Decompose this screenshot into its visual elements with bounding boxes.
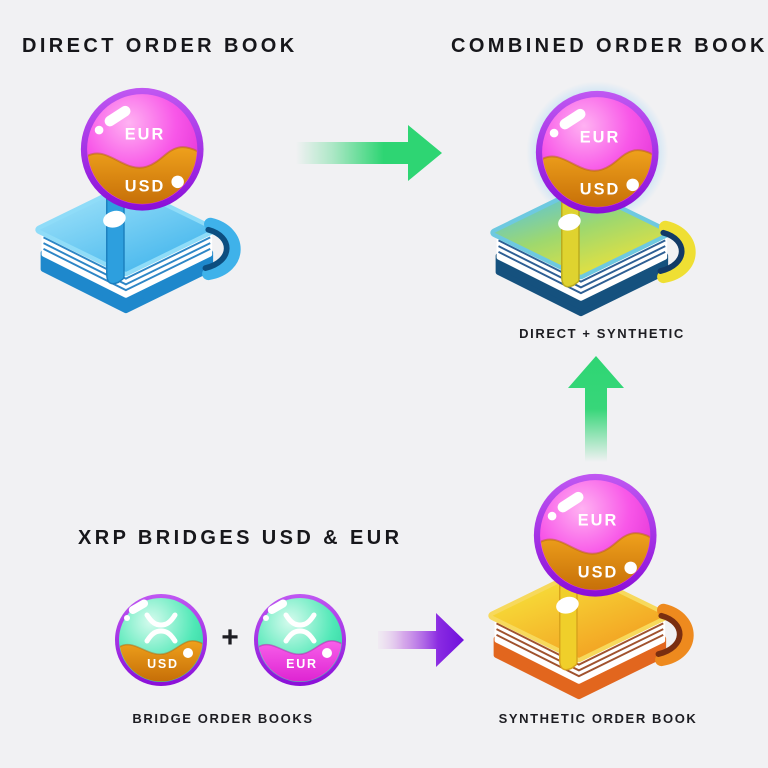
direct-order-book-illustration: EUR USD	[32, 82, 262, 320]
sphere-top-label: EUR	[125, 126, 166, 144]
sphere-highlight	[128, 599, 149, 614]
combined-book-icon	[490, 186, 696, 317]
heading-direct-order-book: DIRECT ORDER BOOK	[22, 35, 298, 57]
plus-operator: +	[221, 621, 239, 654]
ribbon-ring	[556, 596, 579, 614]
arrow-right-green-icon	[296, 125, 442, 181]
book-spine	[657, 220, 696, 284]
eur-usd-sphere: EUR USD	[533, 473, 657, 597]
eur-usd-sphere: EUR USD	[535, 90, 659, 214]
bookmark-ribbon-icon	[106, 196, 125, 285]
arrow-up-green-icon	[568, 356, 624, 462]
sphere-highlight	[559, 108, 586, 130]
ribbon-ring	[103, 210, 126, 228]
bookmark-ribbon-icon	[559, 582, 578, 671]
sphere-bottom-label: USD	[580, 180, 621, 198]
caption-direct-synthetic: DIRECT + SYNTHETIC	[519, 326, 685, 341]
sphere-bottom-label: USD	[147, 657, 179, 671]
combined-order-book-illustration: EUR USD	[487, 61, 717, 323]
sphere-bottom-label: USD	[578, 563, 619, 581]
xrp-logo-icon	[283, 612, 317, 644]
sphere-highlight	[267, 599, 288, 614]
sphere-top-label: EUR	[578, 512, 619, 530]
book-spine	[655, 603, 694, 667]
ribbon-ring	[558, 213, 581, 231]
sphere-highlight	[557, 491, 584, 513]
xrp-usd-sphere: USD	[111, 590, 211, 690]
heading-combined-order-book: COMBINED ORDER BOOK	[451, 35, 768, 57]
xrp-logo-icon	[144, 612, 178, 644]
sphere-highlight	[104, 105, 131, 127]
caption-bridge-order-books: BRIDGE ORDER BOOKS	[132, 711, 314, 726]
eur-usd-sphere: EUR USD	[80, 87, 204, 211]
sphere-top-label: EUR	[580, 129, 621, 147]
xrp-eur-sphere: EUR	[250, 590, 350, 690]
bookmark-ribbon-icon	[561, 199, 580, 288]
caption-synthetic-order-book: SYNTHETIC ORDER BOOK	[498, 711, 698, 726]
sphere-bottom-label: USD	[125, 177, 166, 195]
sphere-bottom-label: EUR	[286, 657, 318, 671]
orange-book-icon	[488, 569, 694, 700]
synthetic-order-book-illustration: EUR USD	[485, 468, 715, 706]
arrow-right-purple-icon	[378, 613, 464, 667]
heading-xrp-bridges: XRP BRIDGES USD & EUR	[78, 527, 403, 549]
book-spine	[202, 217, 241, 281]
